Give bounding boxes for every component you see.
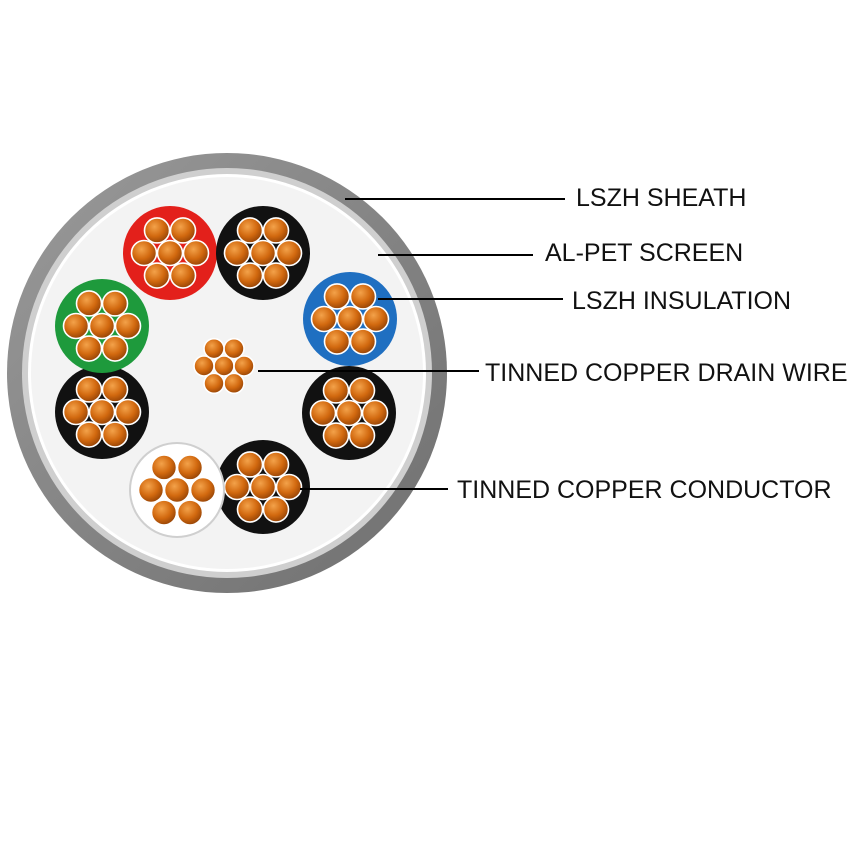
- conductor-strand: [88, 312, 116, 340]
- conductor-strand: [143, 262, 171, 289]
- drain-wire-group: [193, 337, 255, 395]
- core-black-4: [55, 365, 149, 459]
- conductor-strand: [169, 262, 197, 289]
- conductor-strand: [223, 239, 251, 267]
- label-al-pet-screen: AL-PET SCREEN: [545, 239, 744, 267]
- drain-wire-strand: [193, 355, 215, 377]
- conductor-strand: [156, 239, 184, 267]
- conductor-strand: [176, 454, 204, 481]
- conductor-strand: [189, 476, 217, 504]
- conductor-strand: [75, 421, 103, 448]
- conductor-strand: [75, 376, 103, 403]
- conductor-strand: [163, 476, 191, 504]
- label-tinned-copper-conductor: TINNED COPPER CONDUCTOR: [457, 476, 832, 504]
- conductor-strand: [169, 217, 197, 244]
- conductor-strand: [236, 217, 264, 244]
- conductor-strand: [236, 451, 264, 478]
- conductor-strand: [150, 499, 178, 526]
- conductor-strand: [114, 398, 142, 426]
- conductor-strand: [75, 335, 103, 362]
- conductor-strand: [150, 454, 178, 481]
- conductor-strand: [143, 217, 171, 244]
- core-green: [55, 279, 149, 373]
- conductor-strand: [309, 399, 337, 427]
- conductor-strand: [101, 376, 129, 403]
- conductor-strand: [262, 451, 290, 478]
- conductor-strand: [275, 239, 303, 267]
- conductor-strand: [176, 499, 204, 526]
- conductor-strand: [130, 239, 158, 267]
- conductor-strand: [335, 399, 363, 427]
- conductor-strand: [349, 283, 377, 310]
- conductor-strand: [348, 422, 376, 449]
- core-black-1: [216, 206, 310, 300]
- drain-wire-strand: [203, 337, 225, 360]
- conductor-strand: [249, 473, 277, 501]
- label-lszh-sheath: LSZH SHEATH: [576, 184, 747, 212]
- conductor-strand: [114, 312, 142, 340]
- conductor-strand: [262, 262, 290, 289]
- conductor-strand: [236, 262, 264, 289]
- conductor-strand: [310, 305, 338, 333]
- label-lszh-insulation: LSZH INSULATION: [572, 287, 792, 315]
- conductor-strand: [137, 476, 165, 504]
- conductor-strand: [361, 399, 389, 427]
- drain-wire-strand: [223, 372, 245, 395]
- conductor-strand: [101, 421, 129, 448]
- conductor-strand: [336, 305, 364, 333]
- conductor-strand: [322, 377, 350, 404]
- conductor-strand: [62, 312, 90, 340]
- conductor-strand: [75, 290, 103, 317]
- conductor-strand: [262, 496, 290, 523]
- conductor-strand: [323, 328, 351, 355]
- conductor-strand: [182, 239, 210, 267]
- conductor-strand: [323, 283, 351, 310]
- conductor-strand: [362, 305, 390, 333]
- core-blue: [303, 272, 397, 366]
- conductor-strand: [349, 328, 377, 355]
- core-black-3: [216, 440, 310, 534]
- conductor-strand: [348, 377, 376, 404]
- conductor-strand: [101, 290, 129, 317]
- core-black-2: [302, 366, 396, 460]
- label-tinned-copper-drain-wire: TINNED COPPER DRAIN WIRE: [485, 359, 848, 387]
- drain-wire-strand: [203, 372, 225, 395]
- drain-wire-strand: [233, 355, 255, 377]
- drain-wire-strand: [223, 337, 245, 360]
- conductor-strand: [88, 398, 116, 426]
- conductor-strand: [275, 473, 303, 501]
- core-white: [129, 442, 225, 538]
- conductor-strand: [223, 473, 251, 501]
- conductor-strand: [62, 398, 90, 426]
- conductor-strand: [249, 239, 277, 267]
- conductor-strand: [322, 422, 350, 449]
- conductor-strand: [236, 496, 264, 523]
- cores-group: [55, 206, 397, 538]
- conductor-strand: [101, 335, 129, 362]
- conductor-strand: [262, 217, 290, 244]
- core-red: [123, 206, 217, 300]
